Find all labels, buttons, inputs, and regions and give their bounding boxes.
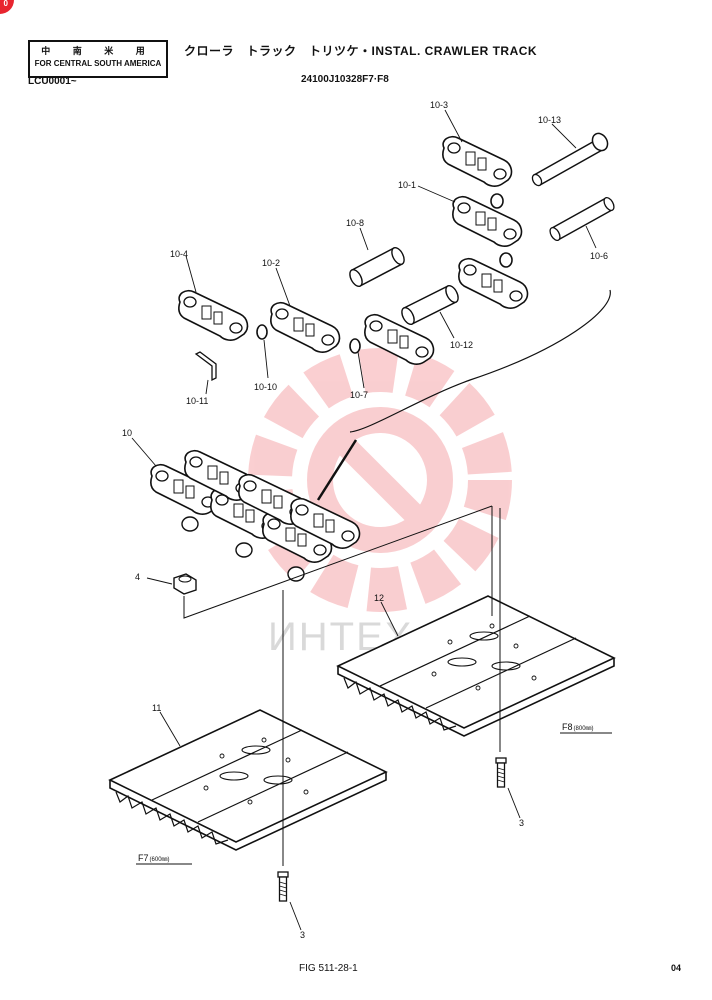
assembly-arrow — [316, 439, 358, 501]
callout-10-11: 10-11 — [186, 396, 208, 406]
callout-10-7: 10-7 — [350, 390, 368, 400]
page-number: 04 — [671, 963, 682, 973]
region-stamp: 中 南 米 用 FOR CENTRAL SOUTH AMERICA — [28, 40, 168, 78]
pin-10-6 — [549, 196, 615, 242]
bolt-3-f7 — [277, 871, 289, 902]
page-title: クローラ トラック トリツケ・INSTAL. CRAWLER TRACK — [184, 44, 538, 58]
leader-nut-to-shoe — [183, 505, 493, 619]
dim-f7-label: F7(600㎜) — [138, 853, 170, 863]
callout-10-3: 10-3 — [430, 100, 448, 110]
leader-lines — [131, 109, 597, 931]
nut-4 — [173, 573, 197, 595]
bushing-10-8 — [349, 246, 405, 288]
callout-10-2: 10-2 — [262, 258, 280, 268]
bolt-3-f8 — [495, 757, 507, 788]
pin-10-13 — [531, 132, 609, 187]
dim-f8-unit: (800㎜) — [574, 726, 594, 732]
callout-12: 12 — [374, 593, 384, 603]
callout-4: 4 — [135, 572, 140, 582]
bushing-10-12 — [401, 284, 459, 326]
watermark-logo — [248, 348, 512, 612]
link-lower-right — [458, 257, 529, 309]
part-code: 24100J10328F7·F8 — [301, 74, 389, 85]
region-stamp-en: FOR CENTRAL SOUTH AMERICA — [34, 59, 162, 68]
seal-mid — [499, 252, 513, 268]
callout-10-10: 10-10 — [254, 382, 277, 392]
link-10-2 — [270, 301, 341, 353]
figure-number: FIG 511-28-1 — [299, 963, 358, 974]
chain-assembly-10 — [150, 449, 361, 582]
seal-10-7 — [349, 338, 361, 354]
link-10-4 — [178, 289, 249, 341]
key-10-11 — [194, 351, 217, 382]
callout-11: 11 — [152, 703, 161, 713]
callout-10-13: 10-13 — [538, 115, 561, 125]
dim-f8-code: F8 — [562, 722, 573, 732]
callout-3-f8: 3 — [519, 818, 524, 828]
dim-f7-code: F7 — [138, 853, 149, 863]
callout-10: 10 — [122, 428, 132, 438]
region-stamp-cn: 中 南 米 用 — [41, 46, 155, 56]
callout-10-6: 10-6 — [590, 251, 608, 261]
link-10-1 — [452, 195, 523, 247]
dim-f8-label: F8(800㎜) — [562, 722, 594, 732]
seal-10-10 — [256, 324, 268, 340]
seal-upper — [490, 193, 504, 209]
shoe-11 — [109, 709, 387, 851]
callout-10-4: 10-4 — [170, 249, 188, 259]
dim-f7-unit: (600㎜) — [150, 857, 170, 863]
serial-range: LCU0001~ — [28, 76, 77, 87]
callout-10-12: 10-12 — [450, 340, 473, 350]
group-bracket — [349, 289, 611, 433]
callout-3-f7: 3 — [300, 930, 305, 940]
callout-10-1: 10-1 — [398, 180, 416, 190]
callout-10-8: 10-8 — [346, 218, 364, 228]
link-10-3 — [442, 135, 513, 187]
